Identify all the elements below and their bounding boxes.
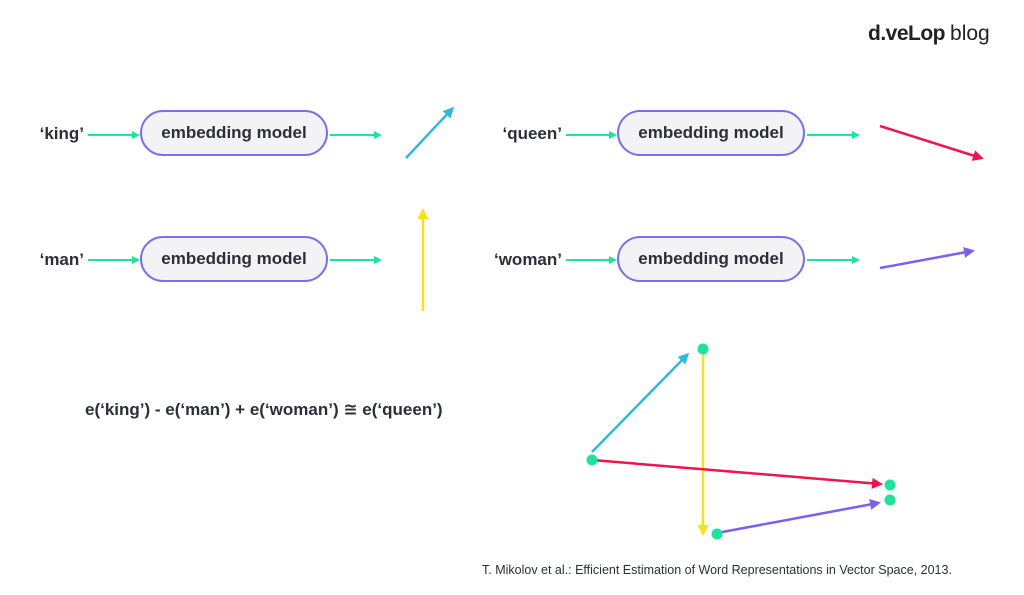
vector-queen <box>879 124 984 161</box>
input-word-king: ‘king’ <box>39 124 84 143</box>
point-origin <box>586 454 598 466</box>
arithmetic-vector-queen <box>591 458 883 489</box>
point-king-end <box>697 343 709 355</box>
brand-name: d.veLop <box>868 22 946 45</box>
input-word-man: ‘man’ <box>39 250 84 269</box>
point-queen-end <box>884 479 896 491</box>
point-man-end <box>711 528 723 540</box>
arithmetic-vector-woman <box>716 499 881 535</box>
arithmetic-vector-king <box>591 352 690 453</box>
input-word-queen: ‘queen’ <box>502 124 562 143</box>
citation-text: T. Mikolov et al.: Efficient Estimation … <box>482 563 952 577</box>
brand-suffix: blog <box>950 22 990 45</box>
vector-woman <box>879 247 975 270</box>
input-word-woman: ‘woman’ <box>493 250 562 269</box>
analogy-formula: e(‘king’) - e(‘man’) + e(‘woman’) ≅ e(‘q… <box>85 400 443 419</box>
embedding-model-box-man: embedding model <box>140 236 328 282</box>
embedding-model-box-woman: embedding model <box>617 236 805 282</box>
point-result-end <box>884 494 896 506</box>
embedding-model-box-queen: embedding model <box>617 110 805 156</box>
embedding-model-box-king: embedding model <box>140 110 328 156</box>
vector-king <box>405 106 455 159</box>
